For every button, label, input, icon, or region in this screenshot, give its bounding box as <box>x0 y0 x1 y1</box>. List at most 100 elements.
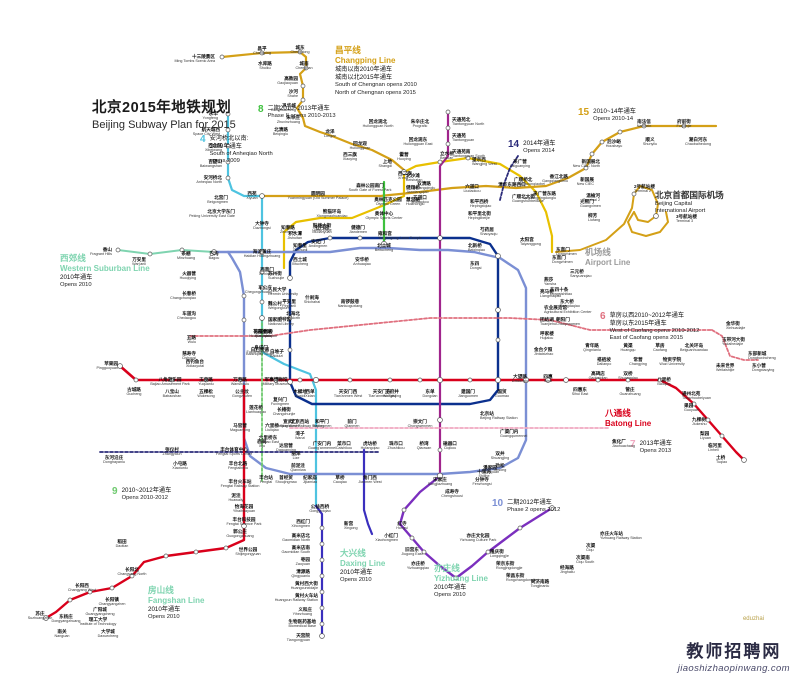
station-name-en: Shuiku <box>259 65 271 70</box>
station-name-cn: 永丰 <box>208 111 218 116</box>
annotation-note-cn: 2009年通车 <box>209 142 242 150</box>
station-name-cn: 十里河 <box>477 469 491 474</box>
station-name-cn: 天通苑 <box>452 133 466 138</box>
station-name-en: Dongsi <box>470 265 482 270</box>
station-name-en: Yizhuangqiao <box>406 565 430 570</box>
station-name-cn: 西北旺 <box>208 143 222 148</box>
station-name-cn: 高米店北 <box>291 533 310 538</box>
line-name-en: Changping Line <box>335 56 396 65</box>
station-name-en: Xibeiwang <box>204 147 222 152</box>
station-name-en: Fuxingmen <box>270 401 290 406</box>
station-name-en: Beihai North <box>279 315 300 320</box>
station-name-en: Liudaokou <box>463 188 481 193</box>
station-name-cn: 城东 <box>295 45 305 50</box>
station-name-cn: 巴沟 <box>209 251 219 256</box>
station-name-cn: 积水潭 <box>288 231 302 236</box>
station-name-en: Caishikou <box>335 445 353 450</box>
station-name-cn: 北京大学东门 <box>207 209 235 214</box>
station-name-cn: 万寿路 <box>233 377 247 382</box>
station-name-en: Baishiqiao South <box>246 351 274 356</box>
station-name-cn: 九棵树 <box>692 417 706 422</box>
station-name-cn: 丰台北路 <box>228 461 248 466</box>
annotation-note-en: North of Chengnan opens 2015 <box>335 89 416 96</box>
station-name-en: Dongxiaoying <box>752 367 775 372</box>
line-6-east <box>711 329 759 361</box>
station-name-cn: 东大桥 <box>560 299 574 304</box>
station-name-cn: 安定门 <box>311 239 325 244</box>
station-name-cn: 朱辛庄北 <box>410 119 430 124</box>
station-name-cn: 湾子 <box>295 431 305 436</box>
station-name-en: Shilihe <box>478 473 490 478</box>
station-name-en: Xizhimen <box>258 271 274 276</box>
station-name-en: Dongzhimen <box>556 251 577 256</box>
station-name-en: Tongjinanlu <box>530 583 550 588</box>
station-name-en: Nanguan <box>54 633 70 638</box>
station-name-cn: 广渠门内 <box>500 429 519 434</box>
station-name-cn: 丽泽 <box>291 451 301 456</box>
station-name-cn: 王府井 <box>385 389 399 394</box>
station-name-cn: 天安门西 <box>338 389 358 394</box>
station-name-cn: 木樨地 <box>293 389 307 394</box>
station-name-cn: 圆明园 <box>311 191 325 196</box>
station-name-cn: 阜成门 <box>254 345 268 350</box>
station-name-cn: 东部新城 <box>748 351 767 356</box>
station-name-en: Xiaoying <box>342 156 358 161</box>
station-name-cn: 焦化厂 <box>612 439 626 444</box>
station-name-en: Changchunjie <box>272 411 296 416</box>
station-name-en: Rongchangdongjie <box>506 577 537 582</box>
station-name-cn: 朝阳门 <box>556 317 570 322</box>
station-name-en: Huangcun Railway Station <box>274 597 318 602</box>
station-name-en: Baliqiao <box>657 381 671 386</box>
annotation-note-en: East of Caofang opens 2015 <box>609 335 684 342</box>
station-name-cn: 高碑店 <box>591 371 605 376</box>
station-name-cn: 公益西桥 <box>310 504 330 509</box>
station-name-cn: 百望山 <box>208 159 222 164</box>
annotation-note-cn: 2010~14年通车 <box>593 108 636 115</box>
station-name-en: Shunyilu <box>642 141 658 146</box>
station-name-en: Tuanjiehu <box>540 321 557 326</box>
station-name-cn: 北海北 <box>286 311 300 316</box>
station-name-cn: 南法信 <box>637 119 651 124</box>
station-name-en: Guangyangcheng <box>85 611 115 616</box>
station-name-cn: 菜市口 <box>337 441 351 446</box>
station-name-cn: 双井 <box>495 451 505 456</box>
station-name-en: Fengtai Railway Station <box>220 483 260 488</box>
station-name-cn: 褡裢坡 <box>597 357 611 362</box>
station-name-cn: 知春路 <box>281 225 295 230</box>
station-name-cn: 达官营 <box>279 443 293 448</box>
station-name-cn: 四惠 <box>543 374 553 379</box>
station-name-cn: 霍营 <box>399 152 409 157</box>
station-name-en: Renmin University <box>268 291 298 296</box>
